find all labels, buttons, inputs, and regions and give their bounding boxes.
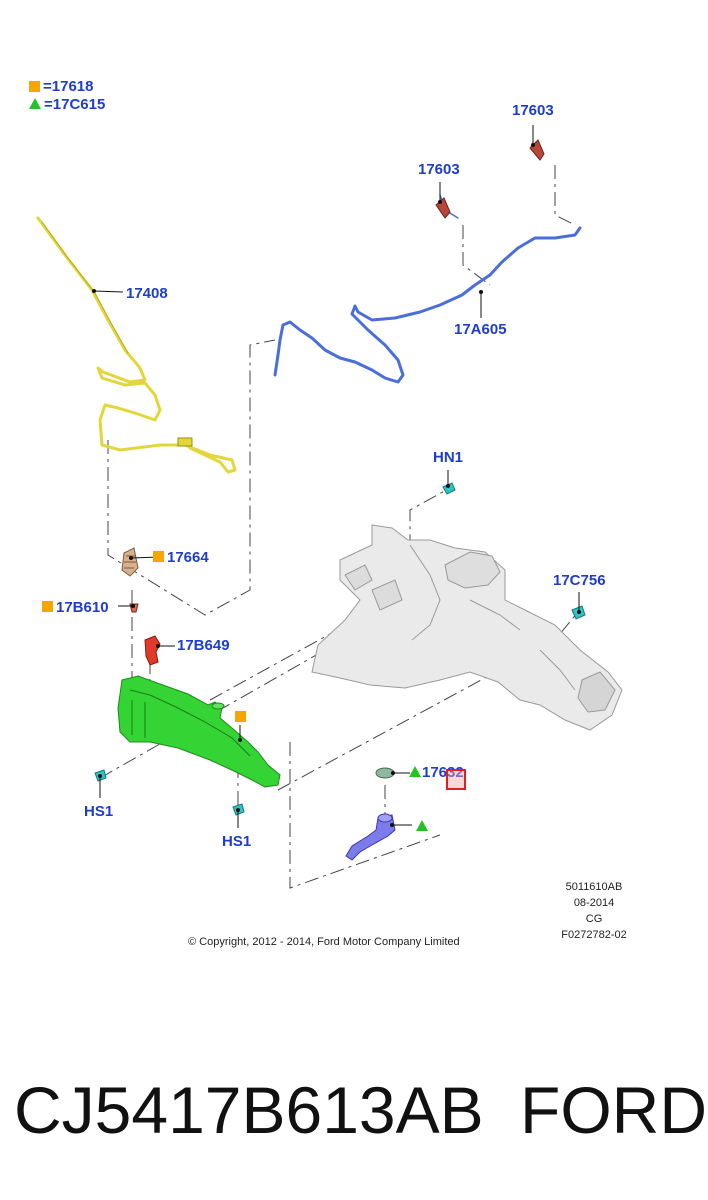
callout-hs1-left: HS1 (84, 803, 114, 820)
copyright-text: © Copyright, 2012 - 2014, Ford Motor Com… (188, 936, 460, 948)
green-triangle-icon (29, 98, 41, 109)
callout-17664: 17664 (167, 549, 209, 566)
legend-triangle: =17C615 (29, 97, 105, 112)
callout-17603-a: 17603 (512, 102, 554, 119)
orange-square-icon (235, 711, 246, 722)
brand-name: FORD (520, 1073, 707, 1147)
diagram-drawing (36, 125, 623, 889)
connector-17603-b (435, 197, 451, 219)
meta-line-4: F0272782-02 (561, 929, 627, 941)
hose-17a605 (273, 194, 582, 384)
body-structure (311, 524, 623, 731)
callout-17c756: 17C756 (553, 572, 606, 589)
pump-17b649 (144, 635, 161, 666)
callout-17408: 17408 (126, 285, 168, 302)
washer-reservoir (117, 675, 281, 788)
legend-square: =17618 (29, 79, 93, 94)
legend-eq-2: = (44, 96, 53, 113)
connector-17603-a (529, 139, 545, 161)
pump-17664 (121, 547, 139, 577)
callout-17b610: 17B610 (56, 599, 109, 616)
callout-17603-b: 17603 (418, 161, 460, 178)
callout-hn1: HN1 (433, 449, 464, 466)
leader-dots (92, 143, 581, 827)
green-triangle-icon (409, 766, 421, 777)
hose-17408 (36, 216, 237, 474)
part-number: CJ5417B613AB (14, 1073, 484, 1147)
leader-lines (93, 125, 580, 828)
legend-triangle-label: 17C615 (52, 96, 106, 113)
callout-hs1-right: HS1 (222, 833, 252, 850)
green-triangle-icon (416, 820, 428, 831)
highlight-box (446, 769, 466, 790)
callout-17a605: 17A605 (454, 321, 507, 338)
orange-square-icon (29, 81, 40, 92)
drawing-meta: 5011610AB 08-2014 CG F0272782-02 (548, 879, 640, 943)
meta-line-1: 5011610AB (565, 881, 623, 893)
legend-square-label: 17618 (51, 78, 94, 95)
filler-neck (345, 813, 396, 861)
callout-17632: 17632 (422, 764, 464, 781)
legend-eq-1: = (43, 78, 52, 95)
meta-line-2: 08-2014 (573, 897, 615, 909)
meta-line-3: CG (585, 913, 603, 925)
orange-square-icon (153, 551, 164, 562)
footer-caption: CJ5417B613AB FORD (0, 1060, 708, 1170)
parts-diagram: =17618 =17C615 17603 17603 17408 17A605 … (29, 79, 640, 948)
guide-lines (99, 165, 579, 889)
callout-17b649: 17B649 (177, 637, 230, 654)
orange-square-icon (42, 601, 53, 612)
